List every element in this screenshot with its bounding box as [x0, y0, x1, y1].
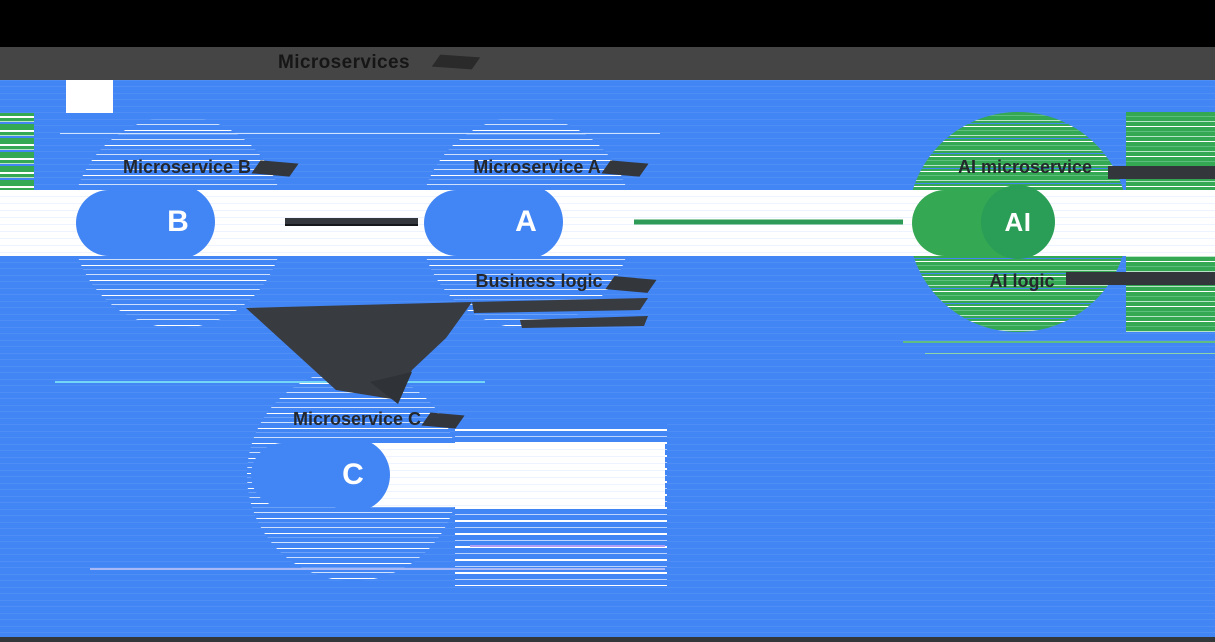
- glitch-artifact: [66, 80, 113, 113]
- node-microservice-a-sublabel: Business logic: [475, 271, 603, 291]
- glitch-artifact: [925, 353, 1215, 354]
- glitch-artifact: [1108, 166, 1215, 179]
- bottom-bar: [0, 637, 1215, 642]
- node-letter: A: [515, 205, 537, 238]
- node-ai-microservice-sublabel: AI logic: [989, 271, 1055, 291]
- node-microservice-b-label: Microservice B: [122, 157, 252, 177]
- glitch-artifact: [90, 568, 665, 570]
- node-microservice-b-badge: B: [141, 185, 215, 259]
- glitch-artifact: [903, 341, 1215, 343]
- header-title: Microservices: [278, 52, 410, 73]
- top-black-bar: [0, 0, 1215, 47]
- node-microservice-a-label: Microservice A: [473, 157, 601, 177]
- glitch-artifact: [431, 54, 481, 70]
- glitch-artifact: [55, 381, 485, 383]
- glitch-artifact: [470, 545, 665, 547]
- glitch-artifact: [60, 133, 660, 134]
- glitch-white-band: [352, 443, 665, 507]
- node-letter: AI: [1004, 206, 1032, 237]
- header-bar: [0, 47, 1215, 80]
- glitch-artifact: [605, 276, 657, 293]
- node-microservice-a-badge: A: [489, 185, 563, 259]
- node-microservice-c-label: Microservice C: [292, 409, 422, 429]
- node-ai-microservice-label: AI microservice: [957, 157, 1093, 177]
- node-letter: B: [167, 205, 189, 238]
- node-letter: C: [342, 458, 364, 491]
- glitch-artifact: [1066, 272, 1215, 285]
- node-ai-microservice-badge: AI: [981, 185, 1055, 259]
- node-microservice-c-badge: C: [316, 438, 390, 512]
